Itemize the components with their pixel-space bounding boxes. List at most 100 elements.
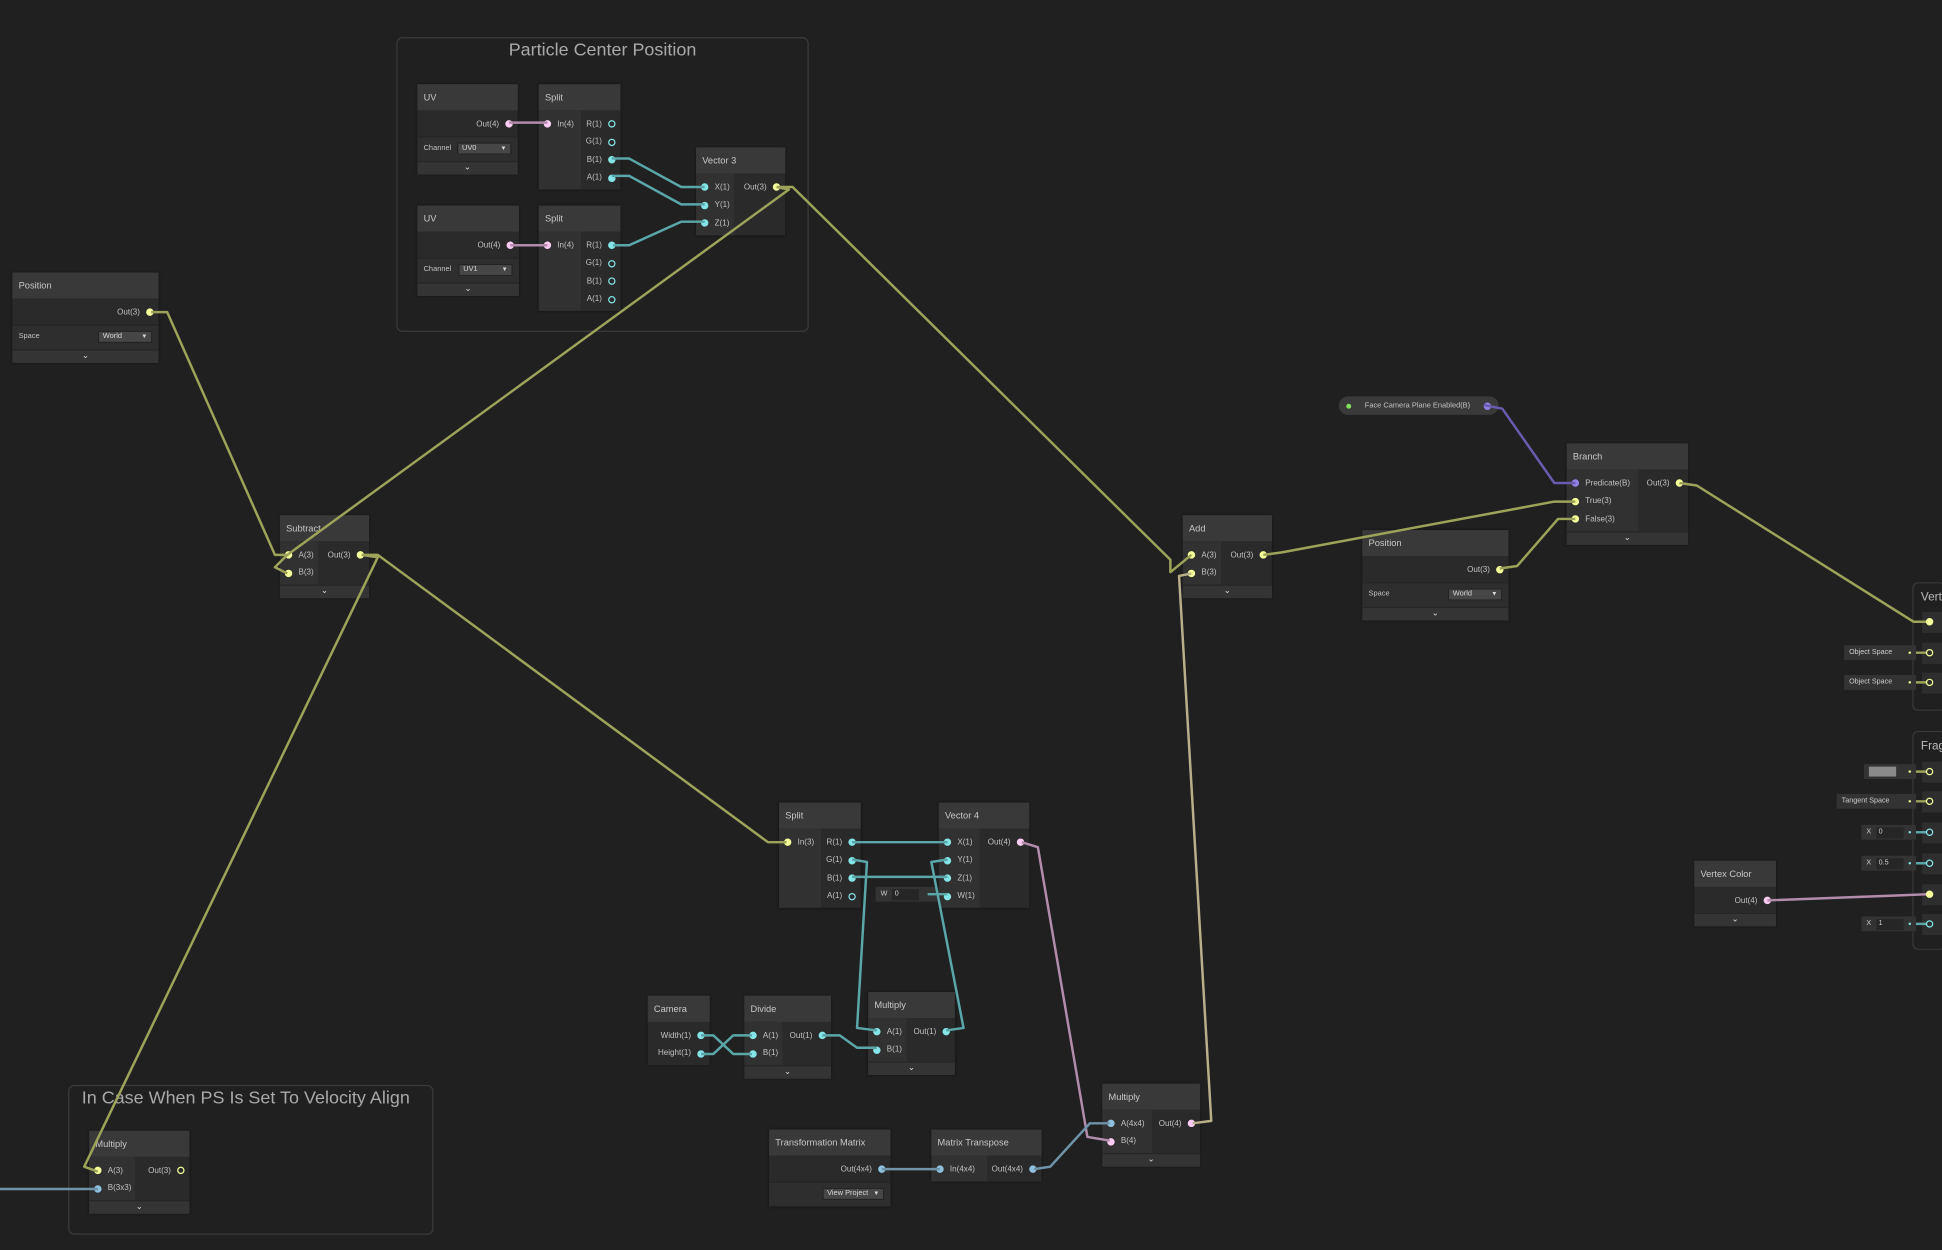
divide-input-port[interactable] bbox=[749, 1031, 757, 1040]
vec3-output-port[interactable] bbox=[772, 183, 781, 192]
wire[interactable] bbox=[82, 553, 379, 1173]
wire[interactable] bbox=[776, 185, 1193, 574]
value-field[interactable]: 0 bbox=[1876, 826, 1904, 838]
fragment-master-stack[interactable]: Frag bbox=[1912, 730, 1942, 950]
master-input-port[interactable] bbox=[1925, 920, 1934, 928]
split0-input-port[interactable] bbox=[543, 120, 552, 128]
add-title[interactable]: Add bbox=[1182, 515, 1272, 542]
mulR-title[interactable]: Multiply bbox=[1102, 1083, 1201, 1110]
add-input-port[interactable] bbox=[1187, 551, 1196, 559]
master-input-port[interactable] bbox=[1925, 859, 1934, 867]
property-output-port[interactable] bbox=[1483, 401, 1492, 410]
mulR-output-port[interactable] bbox=[1187, 1119, 1196, 1128]
divide-title[interactable]: Divide bbox=[744, 995, 832, 1022]
master-input-port[interactable] bbox=[1925, 890, 1934, 898]
vec4-output-port[interactable] bbox=[1016, 838, 1025, 847]
tm-title[interactable]: Transformation Matrix bbox=[769, 1129, 891, 1156]
wire[interactable] bbox=[1021, 840, 1110, 1142]
wire[interactable] bbox=[1033, 1122, 1110, 1171]
uv0-title[interactable]: UV bbox=[417, 84, 518, 111]
chevron-down-icon[interactable]: ⌄ bbox=[417, 160, 518, 175]
mulM-output-port[interactable] bbox=[942, 1028, 950, 1036]
base-color-inline-input[interactable] bbox=[1863, 764, 1916, 780]
split0-title[interactable]: Split bbox=[538, 84, 621, 111]
chevron-down-icon[interactable]: ⌄ bbox=[1102, 1153, 1201, 1167]
splitM-output-port[interactable] bbox=[848, 856, 856, 865]
branch-title[interactable]: Branch bbox=[1566, 443, 1689, 470]
wire[interactable] bbox=[1177, 572, 1213, 1125]
split1-output-port[interactable] bbox=[608, 241, 616, 250]
branch-input-port[interactable] bbox=[1571, 515, 1580, 523]
vcolor-output-port[interactable] bbox=[1763, 896, 1772, 905]
split1-output-port[interactable] bbox=[608, 277, 616, 286]
sub-input-port[interactable] bbox=[284, 569, 293, 577]
split1-title[interactable]: Split bbox=[538, 205, 621, 232]
tm-output-port[interactable] bbox=[878, 1165, 886, 1174]
space-inline-input[interactable]: Object Space bbox=[1844, 674, 1916, 690]
split1-output-port[interactable] bbox=[608, 295, 616, 304]
chevron-down-icon[interactable]: ⌄ bbox=[12, 348, 159, 363]
chevron-down-icon[interactable]: ⌄ bbox=[279, 584, 370, 599]
property-face-camera-plane-enabled[interactable]: Face Camera Plane Enabled(B) bbox=[1338, 396, 1499, 415]
w-value-field[interactable]: 0 bbox=[892, 888, 920, 900]
pos0-dropdown[interactable]: World▼ bbox=[97, 330, 153, 344]
master-input-port[interactable] bbox=[1925, 828, 1934, 836]
splitM-output-port[interactable] bbox=[848, 892, 856, 901]
value-field[interactable]: 1 bbox=[1876, 918, 1904, 930]
split1-input-port[interactable] bbox=[543, 241, 552, 250]
pos0-output-port[interactable] bbox=[146, 308, 154, 317]
chevron-down-icon[interactable]: ⌄ bbox=[868, 1061, 955, 1076]
vec3-input-port[interactable] bbox=[700, 201, 709, 209]
wire[interactable] bbox=[1499, 517, 1576, 570]
chevron-down-icon[interactable]: ⌄ bbox=[89, 1200, 190, 1214]
vec4-input-port[interactable] bbox=[943, 838, 952, 847]
splitM-output-port[interactable] bbox=[848, 838, 856, 847]
wire[interactable] bbox=[151, 310, 288, 557]
divide-output-port[interactable] bbox=[818, 1031, 827, 1040]
splitM-title[interactable]: Split bbox=[779, 802, 861, 829]
branch-output-port[interactable] bbox=[1675, 479, 1684, 488]
camera-output-port[interactable] bbox=[697, 1049, 705, 1058]
chevron-down-icon[interactable]: ⌄ bbox=[744, 1065, 832, 1079]
master-input-port[interactable] bbox=[1925, 648, 1934, 657]
mulBL-title[interactable]: Multiply bbox=[89, 1130, 190, 1157]
master-input-port[interactable] bbox=[1925, 618, 1934, 626]
pos1-title[interactable]: Position bbox=[1362, 530, 1509, 557]
splitM-output-port[interactable] bbox=[848, 874, 856, 883]
pos1-output-port[interactable] bbox=[1496, 566, 1504, 574]
vec4-title[interactable]: Vector 4 bbox=[938, 802, 1030, 829]
vec4-input-port[interactable] bbox=[943, 874, 952, 883]
split0-output-port[interactable] bbox=[608, 174, 616, 182]
branch-input-port[interactable] bbox=[1571, 479, 1580, 488]
vcolor-title[interactable]: Vertex Color bbox=[1694, 860, 1777, 887]
mulM-input-port[interactable] bbox=[873, 1028, 881, 1036]
chevron-down-icon[interactable]: ⌄ bbox=[1566, 530, 1689, 545]
add-output-port[interactable] bbox=[1259, 551, 1267, 559]
mulBL-output-port[interactable] bbox=[177, 1166, 185, 1175]
add-input-port[interactable] bbox=[1187, 569, 1196, 577]
vec4-input-port[interactable] bbox=[943, 892, 952, 901]
split0-output-port[interactable] bbox=[608, 138, 616, 146]
vec4-input-port[interactable] bbox=[943, 856, 952, 865]
wire[interactable] bbox=[1767, 892, 1930, 902]
mulBL-input-port[interactable] bbox=[94, 1184, 102, 1193]
vec3-input-port[interactable] bbox=[700, 219, 709, 227]
wire[interactable] bbox=[361, 553, 787, 844]
mulBL-input-port[interactable] bbox=[94, 1166, 102, 1175]
mulM-input-port[interactable] bbox=[873, 1046, 881, 1054]
master-input-port[interactable] bbox=[1925, 797, 1934, 806]
